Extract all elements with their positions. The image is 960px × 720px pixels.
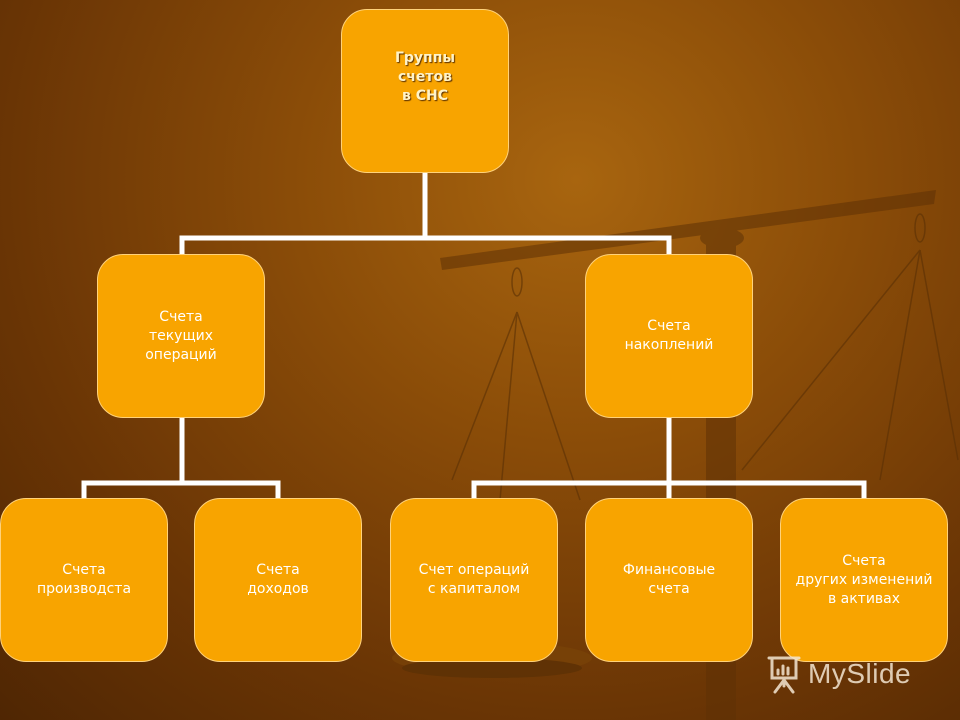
node-root-line-2: счетов [398, 68, 452, 85]
node-current-line-1: Счета [159, 308, 203, 325]
node-income: Счета доходов [194, 498, 362, 662]
node-financial-line-1: Финансовые [622, 562, 716, 578]
node-capital-line-1: Счет операций [418, 562, 530, 578]
node-capital: Счет операций с капиталом [390, 498, 558, 662]
node-accumulation-line-1: Счета [647, 318, 691, 334]
node-financial: Финансовые счета [585, 498, 753, 662]
node-income-line-1: Счета [256, 562, 300, 578]
node-production-line-2: производста [36, 581, 132, 597]
node-current-operations: Счета текущих операций [97, 254, 265, 418]
node-financial-line-2: счета [648, 581, 690, 597]
node-root-line-1: Группы [394, 49, 456, 66]
node-root-line-3: в СНС [402, 87, 448, 104]
node-accumulation-line-2: накоплений [624, 337, 714, 353]
node-current-line-2: текущих [148, 327, 214, 344]
presentation-board-icon [767, 656, 801, 694]
node-other-line-2: других изменений [795, 571, 933, 588]
node-other-line-1: Счета [842, 552, 886, 569]
watermark-text: MySlide [808, 658, 912, 689]
watermark-logo: MySlide [766, 652, 911, 696]
node-production-line-1: Счета [62, 562, 106, 578]
node-capital-line-2: с капиталом [427, 581, 521, 597]
node-other-line-3: в активах [827, 590, 901, 607]
node-current-line-3: операций [145, 346, 217, 363]
node-production: Счета производста [0, 498, 168, 662]
node-root: Группы счетов в СНС [341, 9, 509, 173]
node-income-line-2: доходов [247, 581, 309, 597]
node-other-changes: Счета других изменений в активах [780, 498, 948, 662]
node-accumulation: Счета накоплений [585, 254, 753, 418]
